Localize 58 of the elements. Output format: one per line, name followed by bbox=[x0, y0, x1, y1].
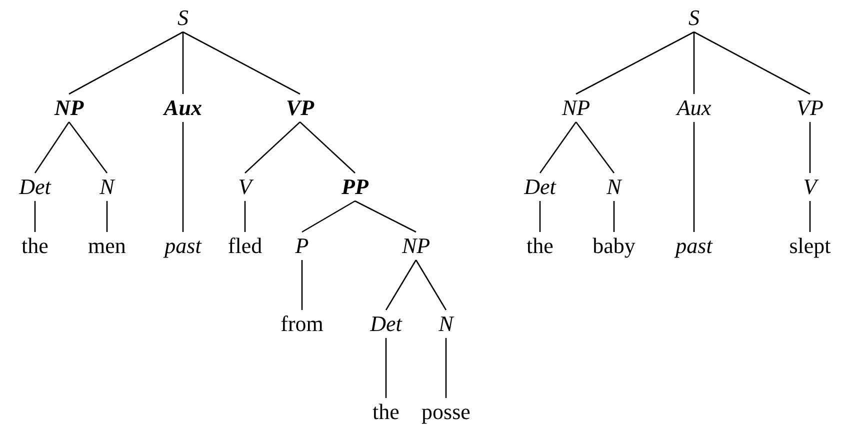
word-label: fled bbox=[228, 233, 262, 259]
tree-branch-line bbox=[693, 32, 695, 94]
category-label: N bbox=[438, 311, 454, 337]
category-label: NP bbox=[562, 95, 590, 121]
tree-branch-line bbox=[182, 122, 184, 232]
tree-branch-line bbox=[68, 31, 184, 95]
category-label: Det bbox=[370, 311, 402, 337]
tree-branch-line bbox=[244, 201, 246, 232]
word-label: posse bbox=[422, 399, 470, 425]
tree-branch-line bbox=[34, 201, 36, 232]
category-label: P bbox=[295, 233, 309, 259]
tree-branch-line bbox=[300, 122, 356, 174]
tree-branch-line bbox=[302, 200, 356, 233]
word-label: the bbox=[22, 233, 48, 259]
word-label: past bbox=[164, 233, 202, 259]
category-label: Aux bbox=[164, 95, 202, 121]
word-label: the bbox=[526, 233, 554, 259]
tree-branch-line bbox=[809, 122, 811, 173]
tree-branch-line bbox=[301, 260, 303, 310]
tree-branch-line bbox=[244, 122, 300, 174]
category-label: VP bbox=[286, 95, 314, 121]
category-label: S bbox=[178, 5, 188, 31]
tree-branch-line bbox=[539, 201, 541, 232]
category-label: PP bbox=[342, 174, 368, 200]
tree-branch-line bbox=[385, 260, 417, 310]
tree-branch-line bbox=[182, 31, 300, 95]
category-label: VP bbox=[796, 95, 824, 121]
tree-branch-line bbox=[693, 122, 695, 232]
word-label: baby bbox=[592, 233, 636, 259]
word-label: from bbox=[280, 311, 324, 337]
category-label: N bbox=[100, 174, 114, 200]
tree-branch-line bbox=[445, 338, 447, 398]
tree-branch-line bbox=[539, 122, 577, 174]
category-label: V bbox=[803, 174, 817, 200]
tree-branch-line bbox=[354, 200, 416, 233]
category-label: V bbox=[238, 174, 252, 200]
category-label: N bbox=[606, 174, 622, 200]
category-label: Det bbox=[19, 174, 51, 200]
tree-branch-line bbox=[415, 260, 447, 310]
tree-branch-line bbox=[809, 201, 811, 232]
word-label: men bbox=[88, 233, 126, 259]
word-label: past bbox=[676, 233, 712, 259]
tree-branch-line bbox=[34, 122, 70, 174]
tree-branch-line bbox=[575, 122, 615, 174]
tree-branch-line bbox=[694, 31, 810, 95]
tree-branch-line bbox=[106, 201, 108, 232]
tree-branch-line bbox=[613, 201, 615, 232]
category-label: NP bbox=[402, 233, 430, 259]
category-label: Det bbox=[524, 174, 556, 200]
tree-branch-line bbox=[68, 122, 108, 174]
tree-branch-line bbox=[385, 338, 387, 398]
category-label: Aux bbox=[676, 95, 712, 121]
word-label: slept bbox=[789, 233, 831, 259]
tree-branch-line bbox=[576, 31, 694, 95]
category-label: NP bbox=[54, 95, 84, 121]
category-label: S bbox=[688, 5, 700, 31]
tree-branch-line bbox=[182, 32, 184, 94]
word-label: the bbox=[372, 399, 400, 425]
